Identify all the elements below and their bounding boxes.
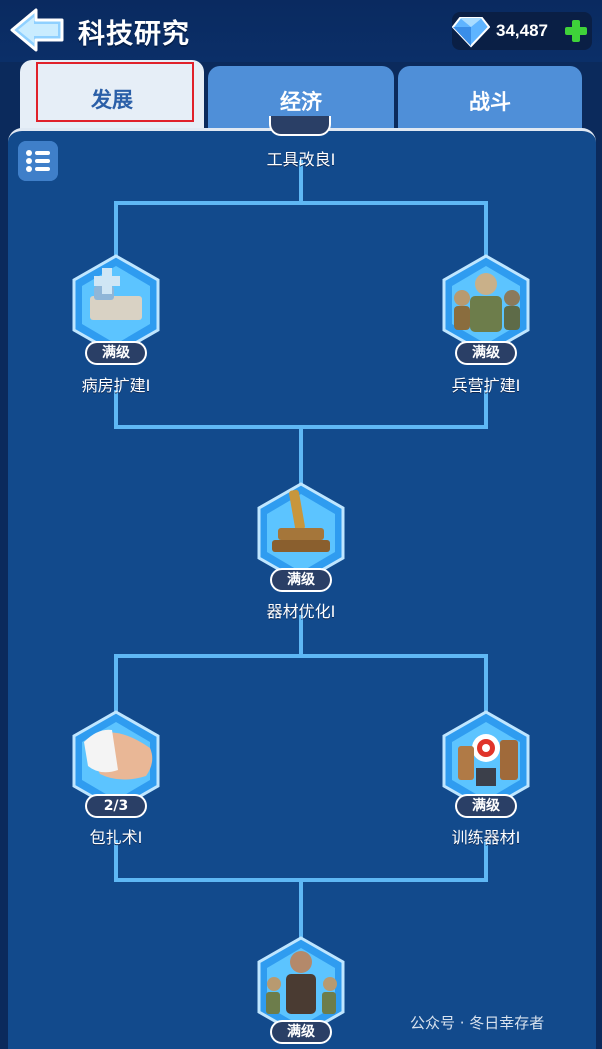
node-status-bandage: 2/3 [85,794,147,818]
gem-count: 34,487 [496,21,548,40]
tech-node-ward[interactable] [72,254,160,356]
soldier-icon [475,273,497,295]
node-label-ward: 病房扩建I [81,376,151,395]
diamond-gem-icon [452,17,490,48]
node-label-equipment: 器材优化I [266,602,336,621]
node-status-barracks: 满级 [455,341,517,365]
page-title: 科技研究 [78,19,190,50]
microscope-icon [289,489,305,531]
node-tool-badge-partial [269,116,331,136]
node-label-barracks: 兵营扩建I [451,376,521,395]
node-status-ward: 满级 [85,341,147,365]
node-status-training: 满级 [455,794,517,818]
node-status-equipment: 满级 [270,568,332,592]
tab-combat[interactable]: 战斗 [398,66,582,128]
node-status-hero: 满级 [270,1020,332,1044]
list-menu-icon[interactable] [18,141,58,181]
gem-counter[interactable]: 34,487 [452,12,592,50]
top-bar: 科技研究 34,487 [0,0,602,62]
node-label-training: 训练器材I [451,828,521,847]
hero-soldier-icon [290,951,312,973]
tech-node-training[interactable] [442,710,530,812]
node-label-bandage: 包扎术I [89,828,143,847]
back-arrow-icon[interactable] [8,6,66,54]
tab-development[interactable]: 发展 [20,60,204,130]
tree-connectors [114,160,488,945]
tech-node-hero[interactable] [257,936,345,1038]
plus-icon[interactable] [564,19,588,43]
hospital-bed-icon [90,296,142,320]
tab-highlight-box [36,62,194,122]
tech-node-bandage[interactable] [72,710,160,812]
node-label-tool: 工具改良I [266,150,336,169]
tech-node-barracks[interactable] [442,254,530,356]
tech-node-equipment[interactable] [257,482,345,584]
watermark: 公众号 · 冬日幸存者 [410,1014,545,1032]
